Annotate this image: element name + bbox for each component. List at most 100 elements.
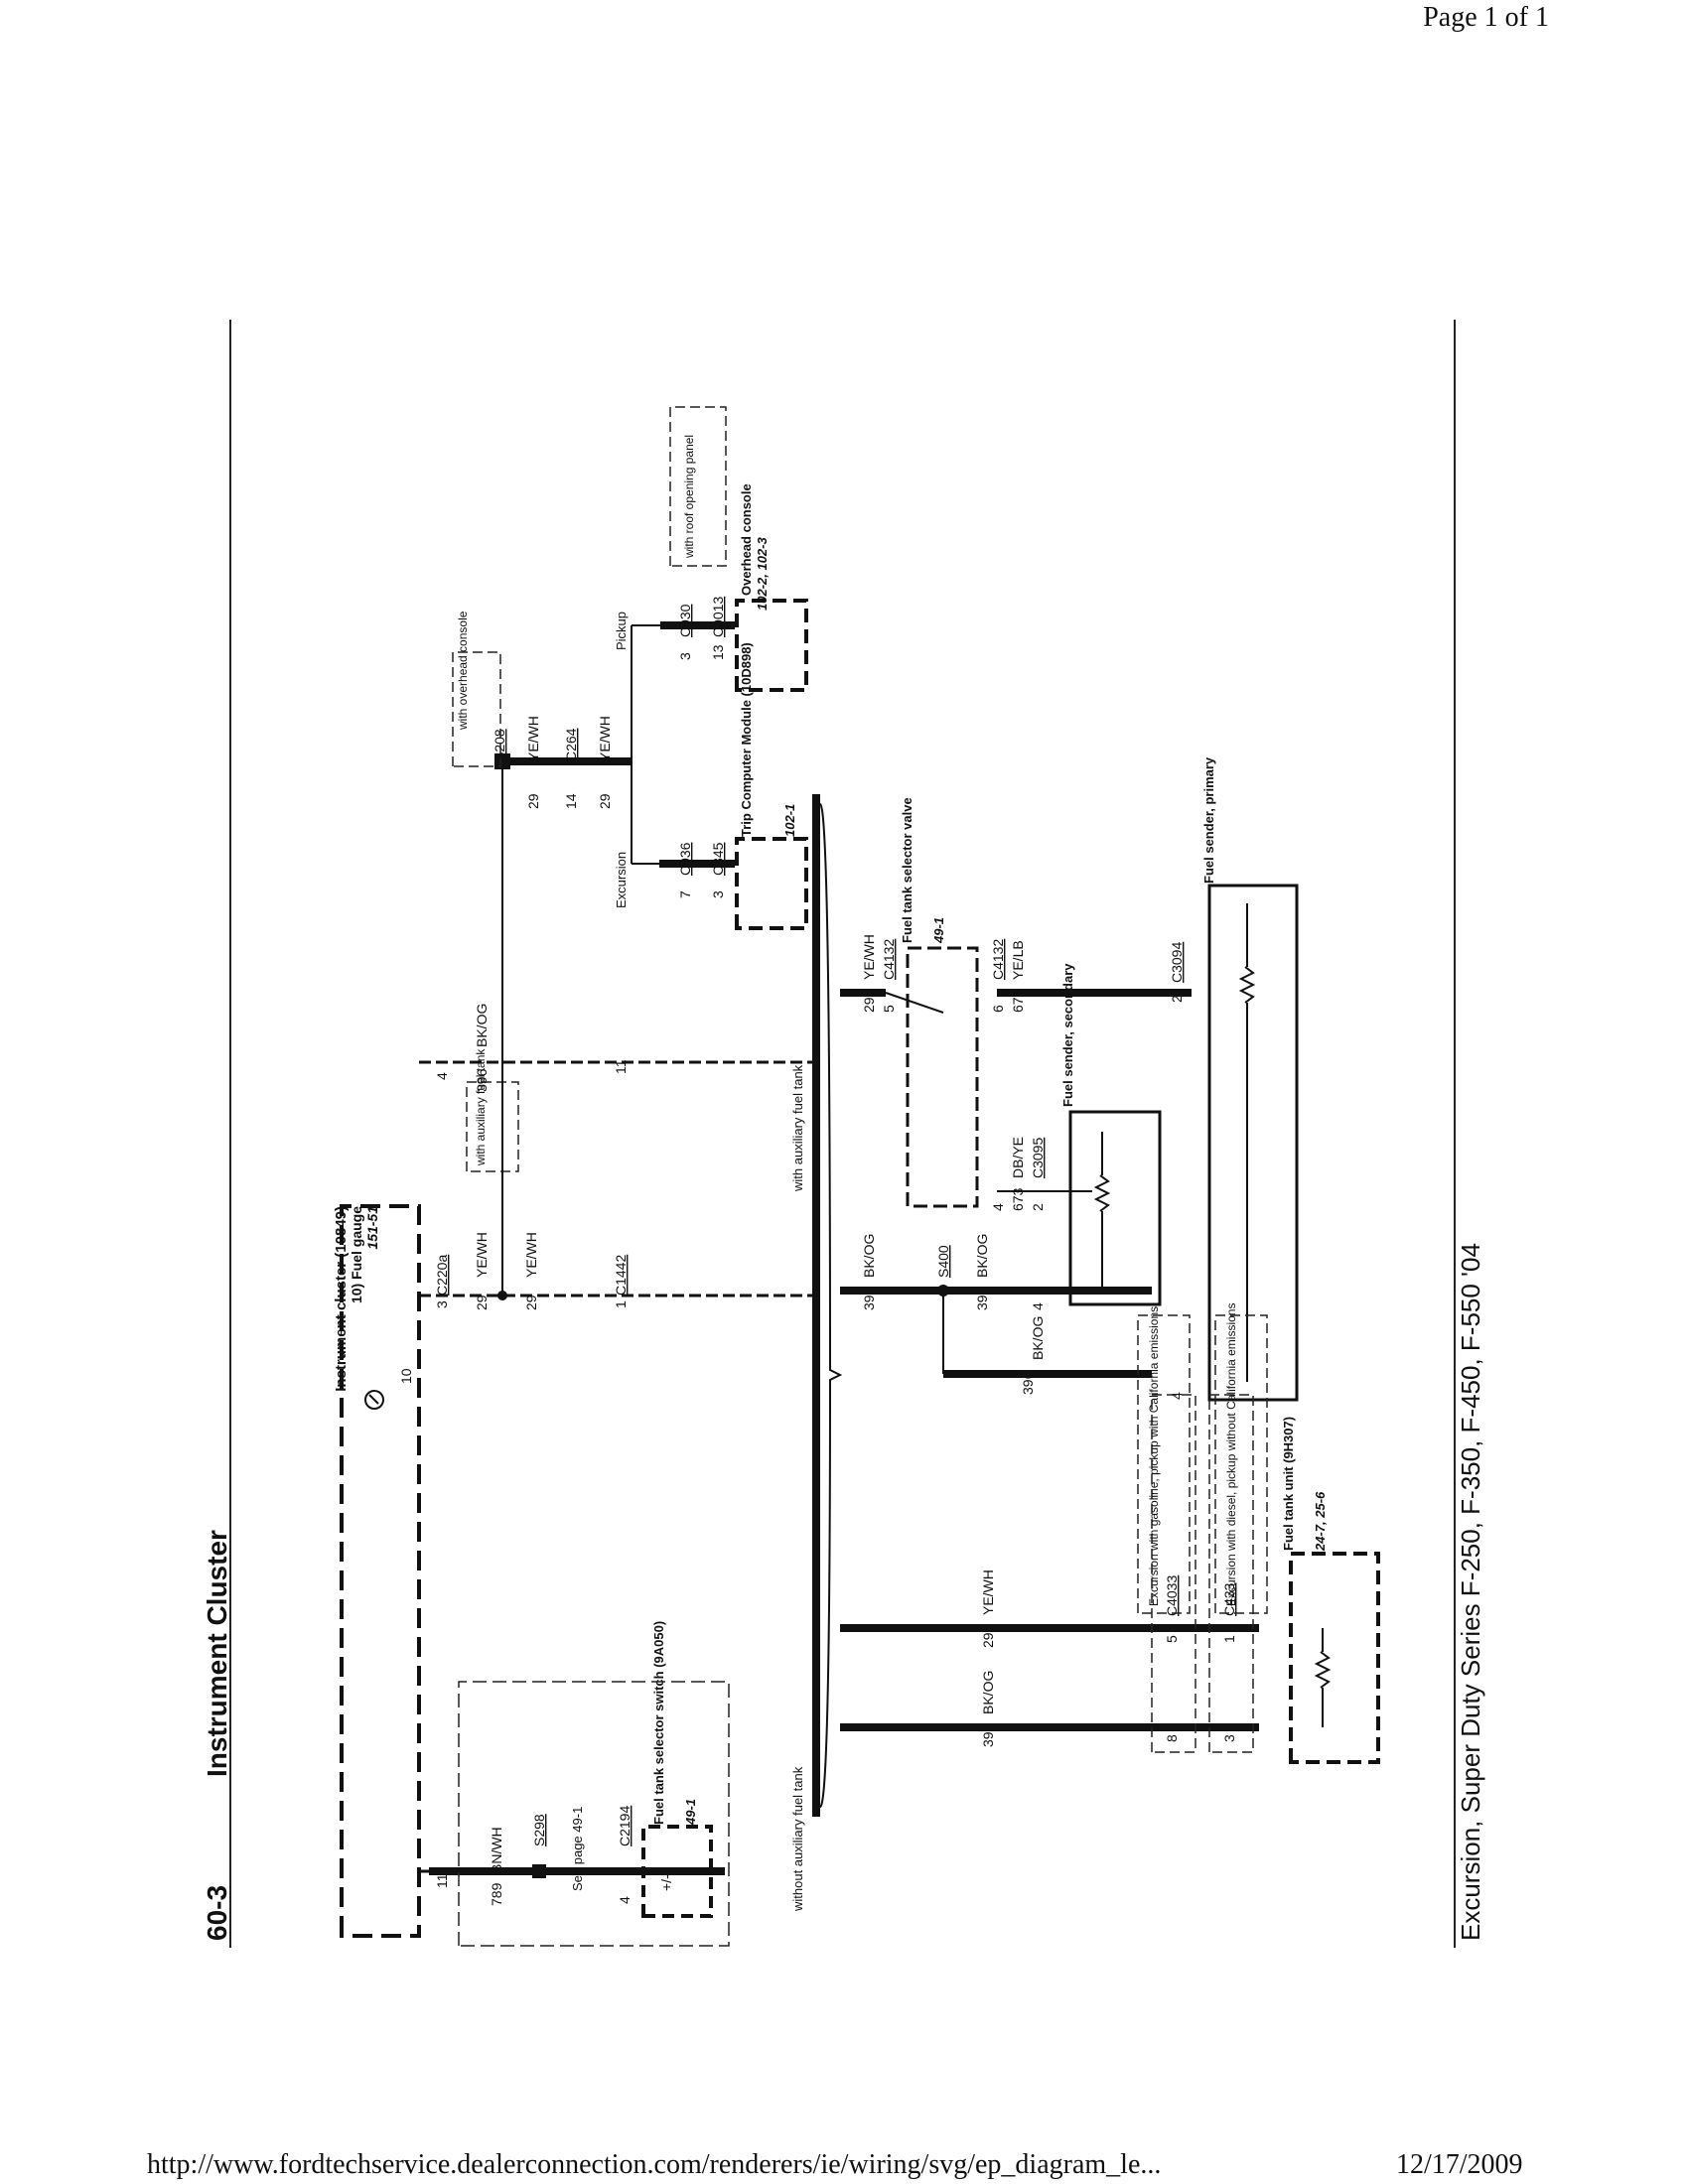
splice-s208-dot bbox=[494, 753, 510, 769]
connector-c1442: C1442 bbox=[613, 1255, 629, 1296]
pin-5-c4033: 5 bbox=[1164, 1635, 1180, 1643]
sender-secondary-box bbox=[1068, 1110, 1162, 1306]
connector-c433: C433 bbox=[1221, 1582, 1237, 1616]
section-title: Instrument Cluster bbox=[202, 1530, 232, 1777]
note-excursion-gas: Excursion with gasoline, pickup with Cal… bbox=[1147, 1306, 1161, 1606]
sender-primary-resistor-icon bbox=[1238, 966, 1256, 1004]
with-aux-note-box bbox=[466, 1081, 519, 1172]
circuit-396-low: 396 bbox=[1020, 1371, 1036, 1395]
wire-yewh-c264: YE/WH bbox=[597, 716, 613, 761]
circuit-29a: 29 bbox=[474, 1295, 490, 1310]
page-code: 60-3 bbox=[202, 1885, 232, 1941]
gas-note-box bbox=[1137, 1314, 1191, 1614]
pin-11: 11 bbox=[434, 1873, 450, 1888]
sender-secondary-resistor-icon bbox=[1093, 1174, 1111, 1212]
pin-29-c264: 29 bbox=[597, 793, 613, 809]
note-with-aux: with auxiliary fuel tank bbox=[474, 1048, 488, 1166]
circuit-29-without: 29 bbox=[980, 1632, 996, 1648]
note-excursion-diesel: Excursion with diesel, pickup without Ca… bbox=[1224, 1303, 1238, 1606]
gauge-pin: 10 bbox=[398, 1368, 414, 1384]
page-header: Page 1 of 1 bbox=[1423, 2, 1549, 33]
tank-unit-ref: 24-7, 25-6 bbox=[1313, 1491, 1328, 1552]
note-without-aux: without auxiliary fuel tank bbox=[790, 1766, 805, 1912]
connector-c3095: C3095 bbox=[1030, 1138, 1046, 1178]
connector-c264: C264 bbox=[563, 728, 579, 761]
pin-6-valve: 6 bbox=[990, 1005, 1006, 1013]
instrument-cluster-ref: 151-51 bbox=[364, 1206, 380, 1250]
pin-4-c2194: 4 bbox=[617, 1896, 633, 1904]
connector-c4033: C4033 bbox=[1164, 1575, 1180, 1616]
instrument-cluster-box bbox=[340, 1204, 421, 1938]
with-roof-note-box bbox=[669, 406, 727, 567]
diagram-body: 60-3 Instrument Cluster Excursion, Super… bbox=[202, 406, 1485, 1947]
selector-switch-ref: 49-1 bbox=[683, 1799, 698, 1826]
trip-computer-name: Trip Computer Module (10D898) bbox=[739, 642, 754, 837]
pin-11-c1442: 11 bbox=[613, 1059, 629, 1074]
selector-valve-ref: 49-1 bbox=[931, 917, 946, 944]
diesel-note-box bbox=[1214, 1314, 1268, 1614]
note-with-overhead: with overhead console bbox=[456, 611, 470, 731]
pin-2-sec: 2 bbox=[1030, 1203, 1046, 1211]
wire-dbye: DB/YE bbox=[1010, 1137, 1026, 1178]
wire-yewh1: YE/WH bbox=[474, 1232, 490, 1278]
wire-bkog-without: BK/OG bbox=[980, 1671, 996, 1714]
overhead-console-ref: 102-2, 102-3 bbox=[755, 537, 770, 611]
tank-unit-name: Fuel tank unit (9H307) bbox=[1281, 1417, 1296, 1551]
selector-valve-name: Fuel tank selector valve bbox=[900, 797, 914, 943]
selector-switch-box bbox=[641, 1825, 713, 1918]
pin-2-prim: 2 bbox=[1169, 995, 1185, 1003]
pin-14: 14 bbox=[563, 793, 579, 809]
circuit-396-with: 396 bbox=[861, 1287, 877, 1310]
connector-c4132a: C4132 bbox=[881, 939, 897, 980]
selector-switch-symbol: +/- bbox=[658, 1874, 674, 1891]
wire-bkog-with: BK/OG bbox=[861, 1234, 877, 1278]
circuit-29b: 29 bbox=[523, 1295, 539, 1310]
connector-c930: C930 bbox=[677, 604, 693, 637]
pin-4: 4 bbox=[434, 1072, 450, 1080]
pin-4-valve: 4 bbox=[990, 1203, 1006, 1211]
c4033-option-box bbox=[1151, 1394, 1196, 1753]
wire-yewh-without: YE/WH bbox=[980, 1570, 996, 1615]
circuit-396-s400: 396 bbox=[974, 1287, 990, 1310]
trip-computer-box bbox=[735, 837, 808, 930]
pin-4-prim: 4 bbox=[1169, 1392, 1185, 1400]
instrument-cluster-sub: 10) Fuel gauge bbox=[349, 1206, 364, 1303]
circuit-789: 789 bbox=[489, 1882, 504, 1906]
wire-yewh-valve: YE/WH bbox=[861, 934, 877, 980]
pin-1-c433: 1 bbox=[1221, 1635, 1237, 1643]
pin-13: 13 bbox=[710, 644, 726, 660]
connector-c220a: C220a bbox=[434, 1255, 450, 1296]
wire-bkog-s400: BK/OG bbox=[974, 1234, 990, 1278]
bracket-split bbox=[819, 803, 843, 1808]
note-see-page: See page 49-1 bbox=[570, 1807, 585, 1891]
selector-switch-name: Fuel tank selector switch (9A050) bbox=[651, 1621, 666, 1825]
footer-url: http://www.fordtechservice.dealerconnect… bbox=[147, 2149, 1162, 2180]
connector-c4132b: C4132 bbox=[990, 939, 1006, 980]
instrument-cluster-name: Instrument cluster (10849) bbox=[333, 1206, 350, 1392]
pin-3-c345: 3 bbox=[710, 890, 726, 898]
tank-unit-resistor-icon bbox=[1314, 1651, 1332, 1689]
note-excursion: Excursion bbox=[614, 852, 629, 908]
pin-5-valve: 5 bbox=[881, 1005, 897, 1013]
connector-c3094: C3094 bbox=[1169, 942, 1185, 983]
pin-8: 8 bbox=[1164, 1734, 1180, 1742]
wire-yewh2: YE/WH bbox=[523, 1232, 539, 1278]
splice-s400: S400 bbox=[935, 1245, 951, 1278]
splice-s298-dot bbox=[532, 1864, 546, 1878]
vehicle-line: Excursion, Super Duty Series F-250, F-35… bbox=[1456, 1243, 1485, 1941]
c433-option-box bbox=[1208, 1394, 1254, 1753]
connector-c9013: C9013 bbox=[710, 597, 726, 637]
pin-1-c1442: 1 bbox=[613, 1300, 629, 1308]
circuit-675: 675 bbox=[1010, 989, 1026, 1013]
valve-switch-icon bbox=[885, 992, 944, 1014]
tank-unit-box bbox=[1289, 1552, 1380, 1764]
connector-c2194: C2194 bbox=[617, 1806, 633, 1846]
overhead-console-name: Overhead console bbox=[739, 483, 754, 596]
wire-yelb: YE/LB bbox=[1010, 940, 1026, 980]
wire-yewh-s208: YE/WH bbox=[525, 716, 541, 761]
selector-switch-option-box bbox=[458, 1681, 730, 1947]
pin-4-sec: 4 bbox=[1030, 1302, 1046, 1310]
sender-primary-name: Fuel sender, primary bbox=[1201, 756, 1216, 884]
pin-7: 7 bbox=[677, 890, 693, 898]
